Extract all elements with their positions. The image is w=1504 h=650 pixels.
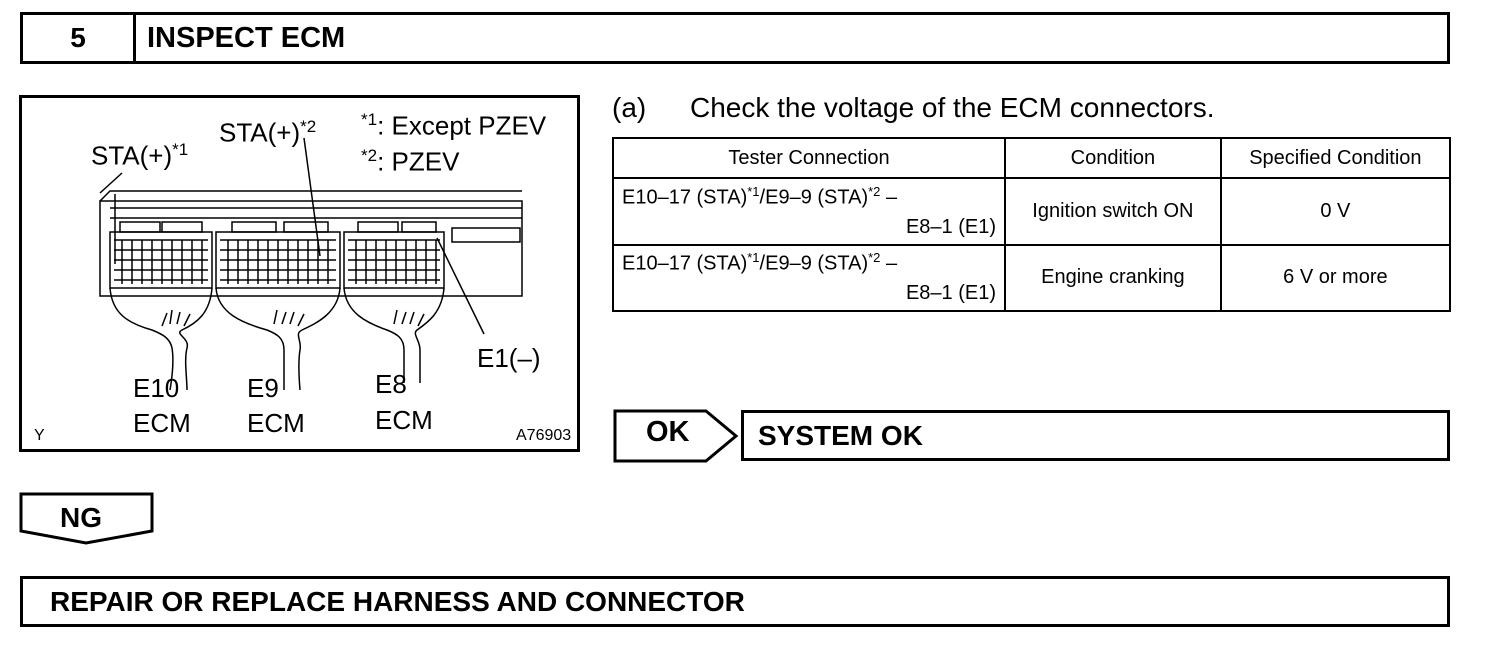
- repair-text: REPAIR OR REPLACE HARNESS AND CONNECTOR: [50, 585, 745, 617]
- cell-condition: Ignition switch ON: [1004, 177, 1222, 246]
- label-ecm-e9: ECM: [247, 408, 305, 438]
- note-except-pzev: *1: Except PZEV: [361, 110, 547, 141]
- step-number: 5: [23, 15, 136, 61]
- leader-sta1-a: [99, 172, 123, 194]
- ecm-connector-drawing: [99, 137, 523, 391]
- cell-tester-connection: E10–17 (STA)*1/E9–9 (STA)*2 – E8–1 (E1): [612, 243, 1006, 312]
- label-corner-y: Y: [34, 427, 45, 444]
- cell-specified-condition: 0 V: [1219, 177, 1452, 246]
- repair-box: REPAIR OR REPLACE HARNESS AND CONNECTOR: [20, 576, 1450, 627]
- connector-e10: [109, 221, 213, 289]
- label-ecm-e8: ECM: [375, 405, 433, 435]
- label-sta-plus-1: STA(+)*1: [91, 140, 189, 171]
- connector-e8: [343, 221, 445, 289]
- label-e1-minus: E1(–): [477, 343, 541, 373]
- ecm-connector-diagram: STA(+)*1 STA(+)*2 *1: Except PZEV *2: PZ…: [19, 95, 580, 452]
- ok-label: OK: [646, 416, 690, 448]
- step-title: INSPECT ECM: [147, 21, 346, 54]
- harness-e8: [343, 287, 445, 383]
- ok-result-text: SYSTEM OK: [758, 419, 923, 451]
- ng-label: NG: [60, 502, 102, 533]
- label-e8: E8: [375, 369, 407, 399]
- harness-e9: [215, 287, 341, 391]
- leader-e1: [436, 237, 485, 335]
- leader-sta2: [303, 137, 321, 257]
- header-specified-condition: Specified Condition: [1219, 137, 1452, 179]
- ecm-housing: [99, 200, 523, 297]
- label-sta-plus-2: STA(+)*2: [219, 117, 317, 148]
- ok-result-box: SYSTEM OK: [741, 410, 1450, 461]
- instruction-text: Check the voltage of the ECM connectors.: [690, 92, 1215, 123]
- label-e10: E10: [133, 373, 180, 403]
- table-header-row: Tester Connection Condition Specified Co…: [612, 137, 1452, 179]
- harness-e10: [109, 287, 213, 391]
- connector-e9: [215, 221, 341, 289]
- table-row: E10–17 (STA)*1/E9–9 (STA)*2 – E8–1 (E1) …: [612, 243, 1452, 312]
- figure-id: A76903: [516, 427, 572, 444]
- voltage-spec-table: Tester Connection Condition Specified Co…: [612, 137, 1452, 312]
- step-header: 5 INSPECT ECM: [20, 12, 1450, 64]
- instruction: (a) Check the voltage of the ECM connecto…: [612, 92, 1215, 124]
- instruction-tag: (a): [612, 92, 647, 123]
- label-ecm-e10: ECM: [133, 408, 191, 438]
- ecm-housing-top: [99, 190, 522, 202]
- header-tester-connection: Tester Connection: [612, 137, 1006, 179]
- header-condition: Condition: [1004, 137, 1222, 179]
- cell-specified-condition: 6 V or more: [1219, 243, 1452, 312]
- cell-tester-connection: E10–17 (STA)*1/E9–9 (STA)*2 – E8–1 (E1): [612, 177, 1006, 246]
- cell-condition: Engine cranking: [1004, 243, 1222, 312]
- note-pzev: *2: PZEV: [361, 146, 460, 177]
- label-e9: E9: [247, 373, 279, 403]
- table-row: E10–17 (STA)*1/E9–9 (STA)*2 – E8–1 (E1) …: [612, 177, 1452, 246]
- ok-arrow-icon: [613, 409, 739, 463]
- ng-arrow-icon: [19, 492, 154, 545]
